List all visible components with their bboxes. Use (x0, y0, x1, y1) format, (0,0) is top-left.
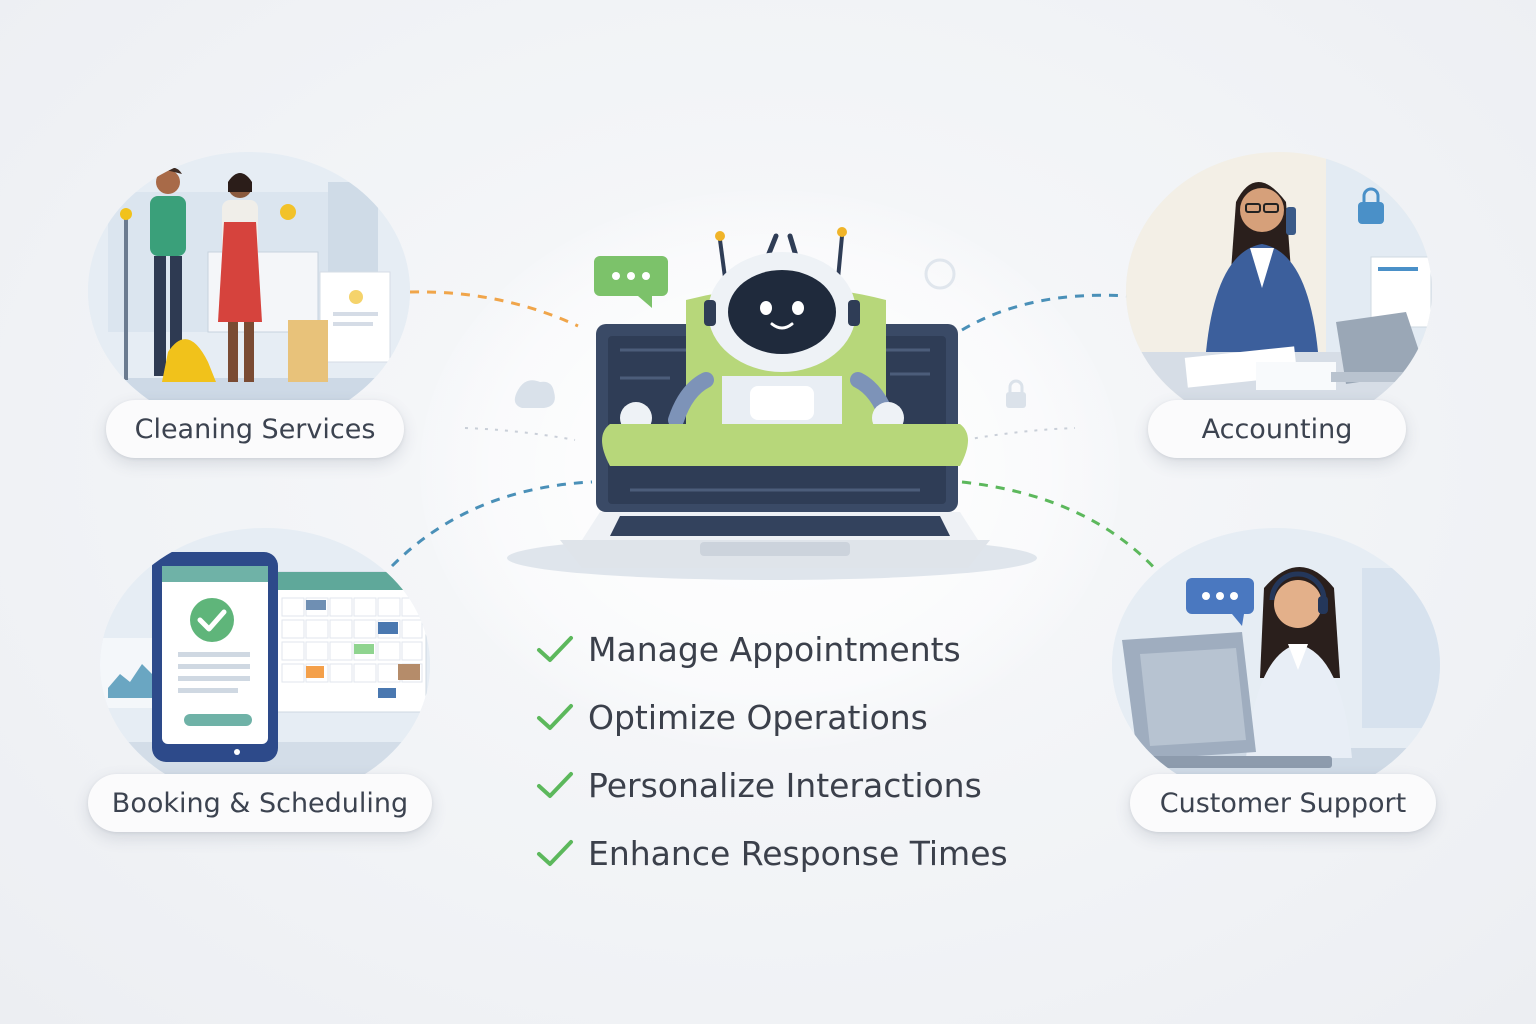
check-icon (537, 840, 573, 866)
booking-illustration (100, 528, 430, 802)
check-icon (537, 636, 573, 662)
feature-label: Enhance Response Times (588, 833, 1008, 873)
accounting-label: Accounting (1148, 400, 1406, 458)
check-icon (537, 704, 573, 730)
support-illustration (1112, 528, 1440, 802)
feature-item: Enhance Response Times (536, 819, 1056, 887)
check-icon (537, 772, 573, 798)
link-booking (390, 480, 593, 568)
feature-label: Personalize Interactions (588, 765, 982, 805)
feature-item: Manage Appointments (536, 615, 1056, 683)
customer-support-label: Customer Support (1130, 774, 1436, 832)
feature-checklist: Manage Appointments Optimize Operations … (536, 615, 1056, 887)
link-faint-right (964, 427, 1076, 441)
link-cleaning (409, 290, 579, 328)
cleaning-services-label: Cleaning Services (106, 400, 404, 458)
feature-item: Personalize Interactions (536, 751, 1056, 819)
accounting-illustration (1126, 152, 1432, 430)
feature-label: Optimize Operations (588, 697, 928, 737)
feature-item: Optimize Operations (536, 683, 1056, 751)
feature-label: Manage Appointments (588, 629, 961, 669)
robot-laptop-illustration (507, 227, 1037, 580)
booking-scheduling-label: Booking & Scheduling (88, 774, 432, 832)
link-faint-left (464, 427, 576, 441)
cleaning-illustration (88, 152, 410, 430)
link-accounting (961, 293, 1129, 332)
